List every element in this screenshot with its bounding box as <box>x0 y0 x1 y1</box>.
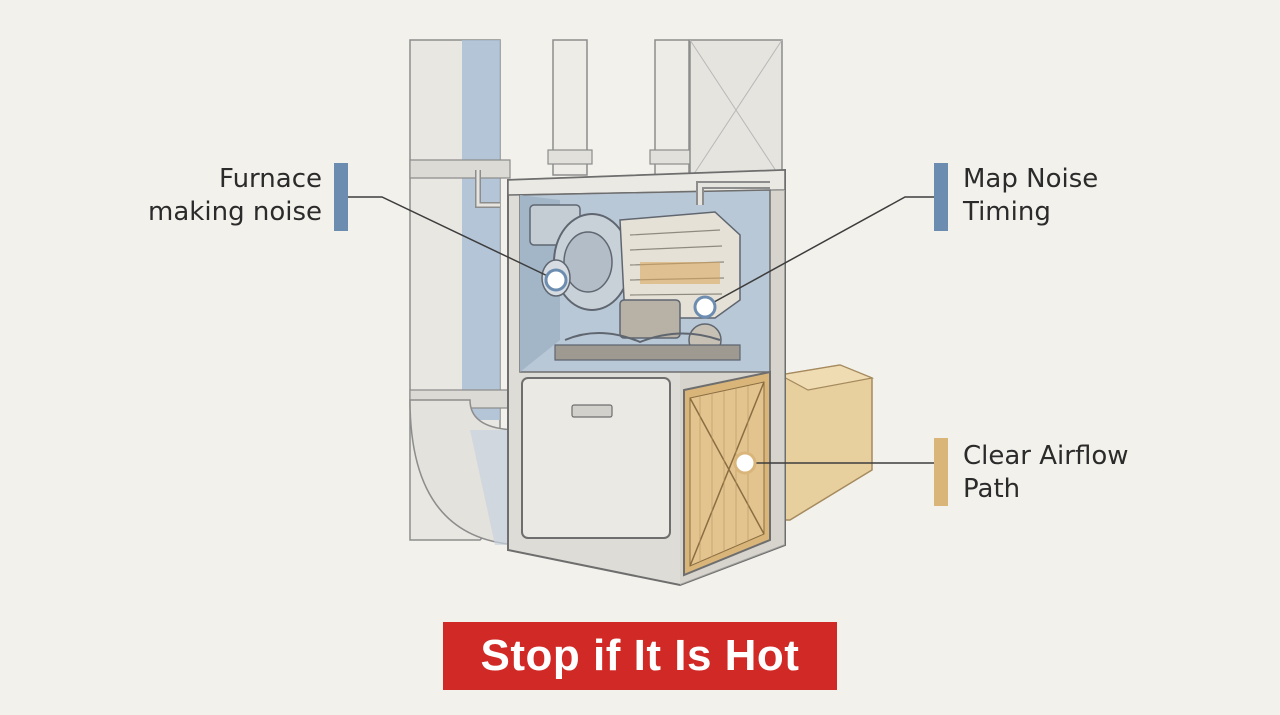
furnace-noise-accent-bar <box>334 163 348 231</box>
airflow-accent-bar <box>934 438 948 506</box>
airflow-marker <box>733 451 757 475</box>
warning-banner-text: Stop if It Is Hot <box>480 631 800 680</box>
callout-furnace-noise-line2: making noise <box>148 197 322 227</box>
furnace-noise-marker <box>544 268 568 292</box>
callout-airflow-line1: Clear Airflow <box>963 441 1129 471</box>
callout-map-timing-line2: Timing <box>963 197 1051 227</box>
callout-airflow: Clear Airflow Path <box>963 440 1129 506</box>
air-filter-illustration <box>683 370 771 577</box>
callout-airflow-line2: Path <box>963 474 1021 504</box>
map-timing-marker <box>693 295 717 319</box>
callout-map-timing-line1: Map Noise <box>963 164 1099 194</box>
blower-motor-illustration <box>529 204 741 361</box>
furnace-noise-leader <box>348 196 557 281</box>
ductwork-illustration <box>409 39 521 546</box>
warning-banner: Stop if It Is Hot <box>443 622 837 690</box>
map-timing-leader <box>704 196 934 308</box>
callout-furnace-noise: Furnace making noise <box>148 163 322 229</box>
map-timing-accent-bar <box>934 163 948 231</box>
callout-map-timing: Map Noise Timing <box>963 163 1098 229</box>
callout-furnace-noise-line1: Furnace <box>219 164 322 194</box>
